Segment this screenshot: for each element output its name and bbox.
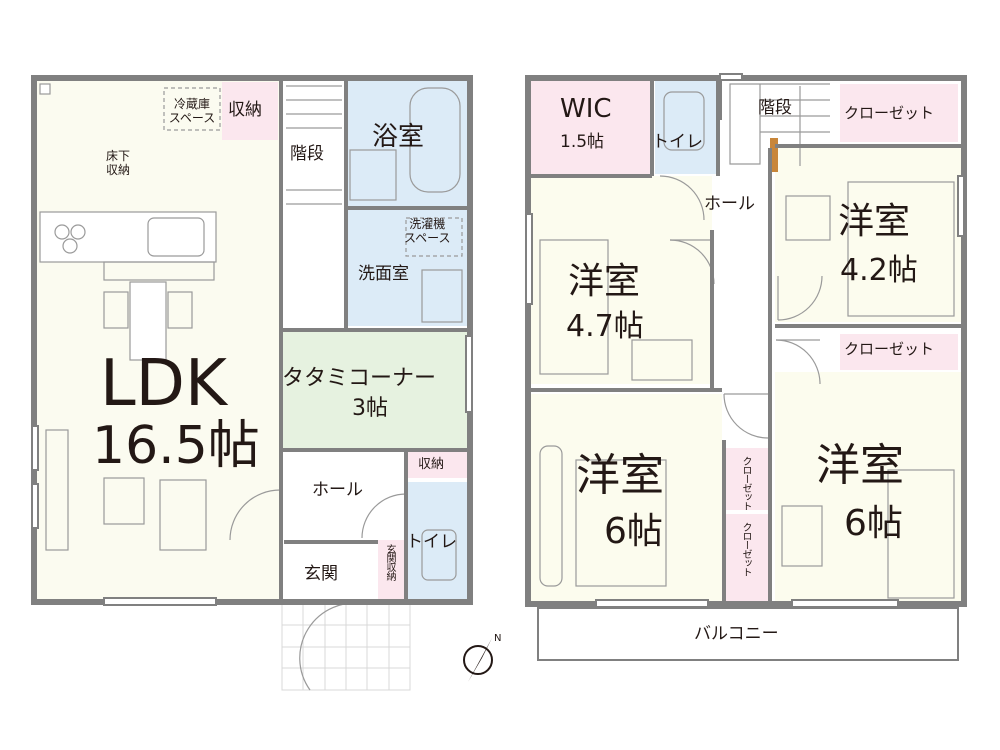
- washer-space-label: 洗濯機 スペース: [404, 217, 451, 245]
- bath-label: 浴室: [372, 122, 425, 152]
- storage-top-floor: [222, 82, 278, 140]
- balcony-label: バルコニー: [694, 624, 779, 644]
- room-42-name: 洋室: [838, 201, 911, 242]
- stairs-1f-label: 階段: [290, 144, 324, 164]
- closet-top-label: クローゼット: [844, 104, 935, 122]
- ldk-name: LDK: [100, 347, 227, 421]
- room-6-right-name: 洋室: [816, 440, 904, 491]
- wic-floor: [530, 80, 652, 174]
- closet-v1-label: クローゼット: [740, 456, 751, 510]
- wic-size: 1.5帖: [560, 132, 605, 152]
- hall-2f-label: ホール: [704, 194, 755, 214]
- room-6-left-size: 6帖: [604, 511, 663, 552]
- closet-v1-floor: [725, 448, 769, 510]
- wic-name: WIC: [560, 94, 612, 124]
- closet-top-floor: [840, 84, 958, 142]
- room-42-floor: [775, 148, 961, 322]
- storage-mid-label: 収納: [418, 457, 445, 472]
- floor2-fixtures: [539, 83, 955, 599]
- underfloor-storage-label: 床下 収納: [106, 149, 131, 177]
- entrance-storage-label: 玄関収納: [384, 544, 395, 580]
- closet-mid-floor: [840, 334, 958, 370]
- room-47-size: 4.7帖: [566, 309, 644, 344]
- ldk-size: 16.5帖: [92, 416, 260, 476]
- washroom-floor: [348, 208, 468, 326]
- stair-area-1f: [281, 80, 346, 330]
- tatami-floor: [281, 332, 468, 449]
- washroom-label: 洗面室: [358, 264, 409, 284]
- closet-mid-label: クローゼット: [844, 340, 935, 358]
- hall-1f-label: ホール: [312, 480, 363, 500]
- storage-top-label: 収納: [228, 100, 262, 120]
- compass-north: N: [494, 633, 502, 644]
- walls: [31, 75, 967, 661]
- stairs-2f-label: 階段: [758, 98, 792, 118]
- fridge-space-label: 冷蔵庫 スペース: [168, 97, 216, 125]
- room-6-left-name: 洋室: [576, 450, 664, 501]
- toilet-1f-label: トイレ: [406, 532, 457, 552]
- floor1-fills: [36, 80, 468, 600]
- floor1-fixtures: [39, 83, 463, 691]
- entrance-label: 玄関: [304, 564, 338, 584]
- room-42-size: 4.2帖: [840, 253, 918, 288]
- windows: [31, 73, 965, 608]
- porch-tiles: [281, 603, 411, 691]
- room-47-floor: [530, 176, 712, 384]
- storage-mid-floor: [408, 452, 468, 478]
- floor2-fills: [530, 80, 961, 602]
- tatami-size: 3帖: [352, 396, 388, 421]
- toilet-2f-label: トイレ: [652, 132, 703, 152]
- room-6-right-size: 6帖: [844, 503, 903, 544]
- room-47-name: 洋室: [568, 261, 641, 302]
- entrance-storage-floor: [378, 540, 406, 600]
- closet-v2-floor: [725, 514, 769, 602]
- compass-icon: [463, 638, 493, 682]
- ldk-label: LDK: [100, 352, 227, 416]
- hall-1f-floor: [284, 452, 406, 540]
- tatami-name: タタミコーナー: [282, 366, 437, 391]
- room-6-right-floor: [775, 372, 961, 602]
- bath-floor: [348, 80, 468, 208]
- closet-v2-label: クローゼット: [740, 522, 751, 576]
- stair-door-accent: [770, 138, 778, 172]
- entrance-floor: [284, 545, 376, 600]
